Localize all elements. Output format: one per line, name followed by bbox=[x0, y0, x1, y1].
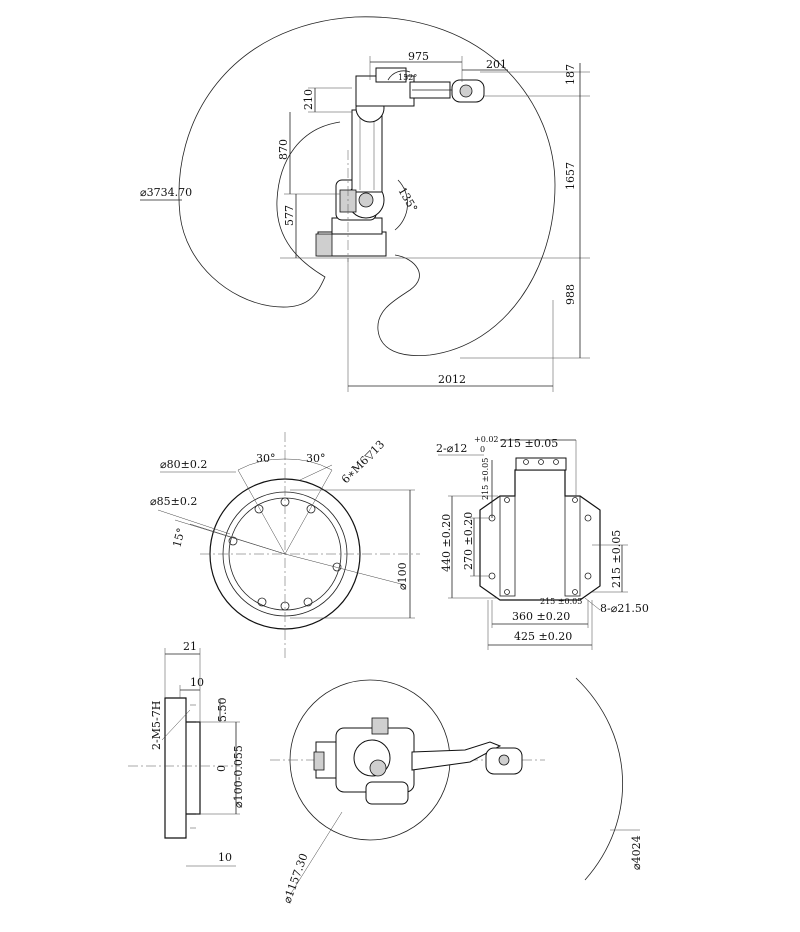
dim-d100: ⌀100 bbox=[396, 562, 409, 590]
dim-zero: 0 bbox=[215, 765, 228, 772]
dim-h440: 440 ±0.20 bbox=[440, 514, 453, 572]
angle-wrist: 152° bbox=[398, 73, 417, 82]
dim-d4024: ⌀4024 bbox=[630, 835, 643, 870]
top-view: ⌀1157.30 ⌀4024 bbox=[270, 677, 643, 905]
dim-d80: ⌀80±0.2 bbox=[160, 458, 207, 471]
dim-left-215: 215 ±0.05 bbox=[481, 458, 490, 500]
dim-870: 870 bbox=[277, 139, 290, 160]
base-bolt-holes bbox=[488, 497, 592, 595]
angle-15: 15° bbox=[170, 527, 188, 549]
dim-975: 975 bbox=[408, 50, 429, 63]
dim-201: 201 bbox=[486, 58, 507, 71]
robot-top-body bbox=[313, 717, 523, 805]
base-holes: 8-⌀21.50 bbox=[600, 602, 649, 615]
dim-w360: 360 ±0.20 bbox=[512, 610, 570, 623]
dim-2012: 2012 bbox=[438, 373, 466, 386]
dim-21: 21 bbox=[183, 640, 197, 653]
dim-187: 187 bbox=[564, 64, 577, 85]
base-view: 2-⌀12 +0.02 0 215 ±0.05 215 ±0.05 440 ±0… bbox=[436, 435, 649, 650]
base-pin-tol-top: +0.02 bbox=[474, 435, 499, 444]
dim-d100-shaft: ⌀100-0.055 bbox=[232, 745, 245, 808]
dim-10-bot: 10 bbox=[218, 851, 232, 864]
shaft-view: 21 10 2-M5-7H 5.50 0 ⌀100-0.055 10 bbox=[128, 640, 245, 867]
dim-right-215: 215 ±0.05 bbox=[610, 530, 623, 588]
dim-988: 988 bbox=[564, 284, 577, 305]
flange-view: ⌀80±0.2 ⌀85±0.2 30° 30° 15° 6∗M6▽13 ⌀100 bbox=[150, 432, 420, 660]
base-pins: 2-⌀12 bbox=[436, 442, 467, 455]
dim-d85: ⌀85±0.2 bbox=[150, 495, 197, 508]
dim-d1157: ⌀1157.30 bbox=[281, 852, 311, 905]
dim-w425: 425 ±0.20 bbox=[514, 630, 572, 643]
work-envelope-curve bbox=[178, 16, 556, 356]
base-pin-tol-bot: 0 bbox=[480, 445, 485, 454]
dim-h270: 270 ±0.20 bbox=[462, 512, 475, 570]
flange-holes: 6∗M6▽13 bbox=[339, 438, 387, 486]
dim-210: 210 bbox=[302, 89, 315, 110]
robot-side-body bbox=[315, 67, 485, 262]
dim-top-215: 215 ±0.05 bbox=[500, 437, 558, 450]
shaft-pins: 2-M5-7H bbox=[150, 701, 163, 750]
angle-30-right: 30° bbox=[306, 452, 326, 465]
dim-3734: ⌀3734.70 bbox=[140, 186, 192, 199]
dim-10-top: 10 bbox=[190, 676, 204, 689]
dim-5-50: 5.50 bbox=[216, 698, 229, 723]
dim-1657: 1657 bbox=[564, 162, 577, 190]
dim-577: 577 bbox=[283, 205, 296, 226]
angle-30-left: 30° bbox=[256, 452, 276, 465]
angle-135: 135° bbox=[395, 185, 420, 214]
dim-bot-215: 215 ±0.05 bbox=[540, 597, 582, 606]
side-view: 975 201 187 210 870 1657 577 ⌀3734.70 13… bbox=[140, 16, 590, 392]
